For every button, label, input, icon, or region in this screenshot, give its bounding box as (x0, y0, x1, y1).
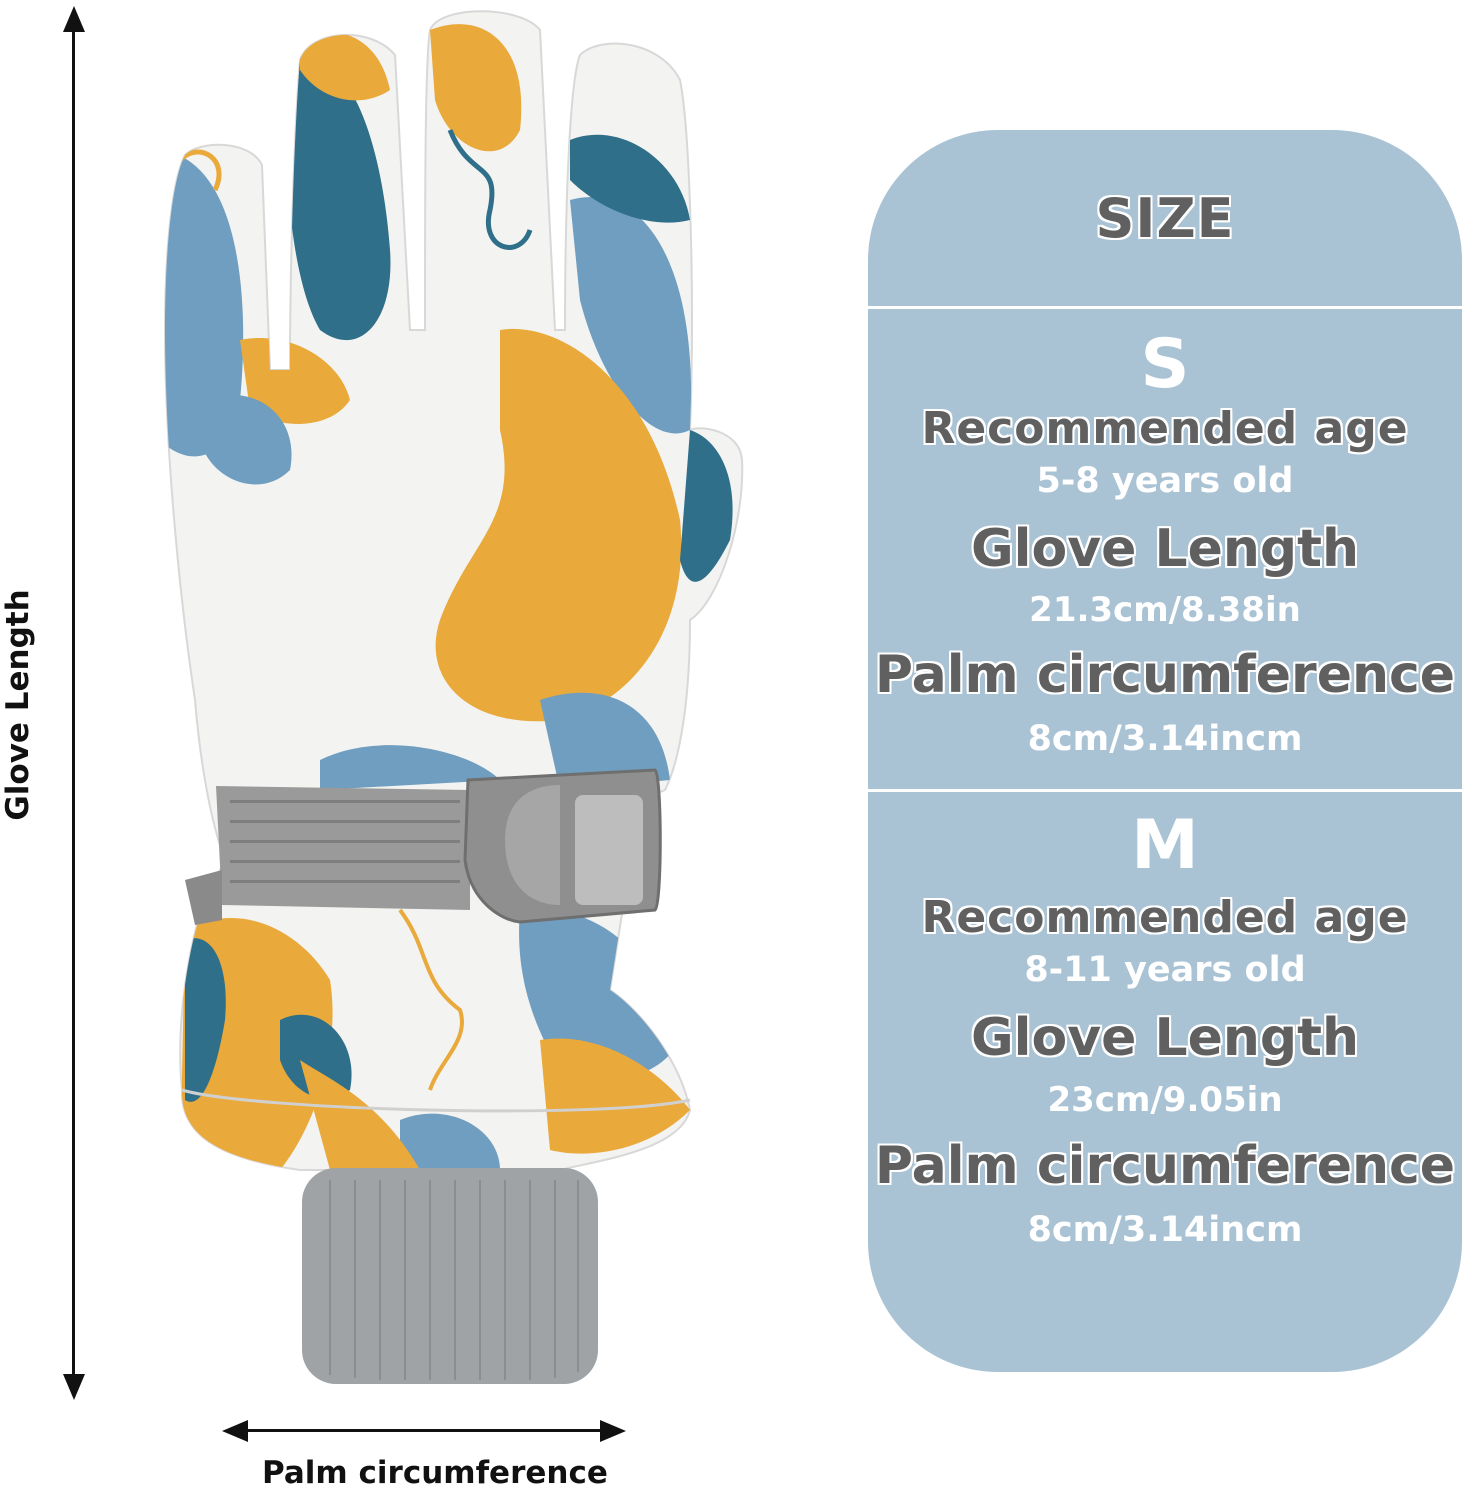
size-m-age-value: 8-11 years old (1024, 950, 1306, 990)
size-m-palm-value: 8cm/3.14incm (1027, 1210, 1303, 1250)
arrow-right-icon (600, 1420, 626, 1442)
size-chart-title: SIZE (1095, 186, 1235, 250)
size-m-length-label: Glove Length (970, 1008, 1360, 1068)
size-divider (868, 789, 1462, 792)
size-m-letter: M (1131, 806, 1199, 885)
size-s-letter: S (1140, 325, 1190, 404)
size-s-age-value: 5-8 years old (1036, 461, 1294, 501)
size-chart-panel: SIZE S Recommended age 5-8 years old Glo… (868, 130, 1462, 1372)
header-divider (868, 306, 1462, 309)
glove-length-annotation: Glove Length (0, 589, 36, 821)
glove-image (163, 10, 744, 1384)
palm-circumference-dimension-line (236, 1429, 614, 1432)
size-s-age-label: Recommended age (921, 403, 1409, 454)
size-m-section: M Recommended age 8-11 years old Glove L… (868, 792, 1462, 1272)
size-s-length-value: 21.3cm/8.38in (1029, 590, 1301, 630)
glove-length-dimension-line (72, 18, 75, 1388)
size-chart-header: SIZE (868, 130, 1462, 306)
arrow-up-icon (63, 6, 85, 32)
arrow-down-icon (63, 1374, 85, 1400)
size-s-palm-value: 8cm/3.14incm (1027, 719, 1303, 759)
arrow-left-icon (222, 1420, 248, 1442)
size-s-length-label: Glove Length (970, 519, 1360, 579)
size-m-length-value: 23cm/9.05in (1047, 1080, 1283, 1120)
size-m-age-label: Recommended age (921, 892, 1409, 943)
size-m-palm-label: Palm circumference (874, 1136, 1456, 1196)
size-s-palm-label: Palm circumference (874, 645, 1456, 705)
palm-circumference-annotation: Palm circumference (262, 1455, 608, 1491)
size-s-section: S Recommended age 5-8 years old Glove Le… (868, 309, 1462, 789)
